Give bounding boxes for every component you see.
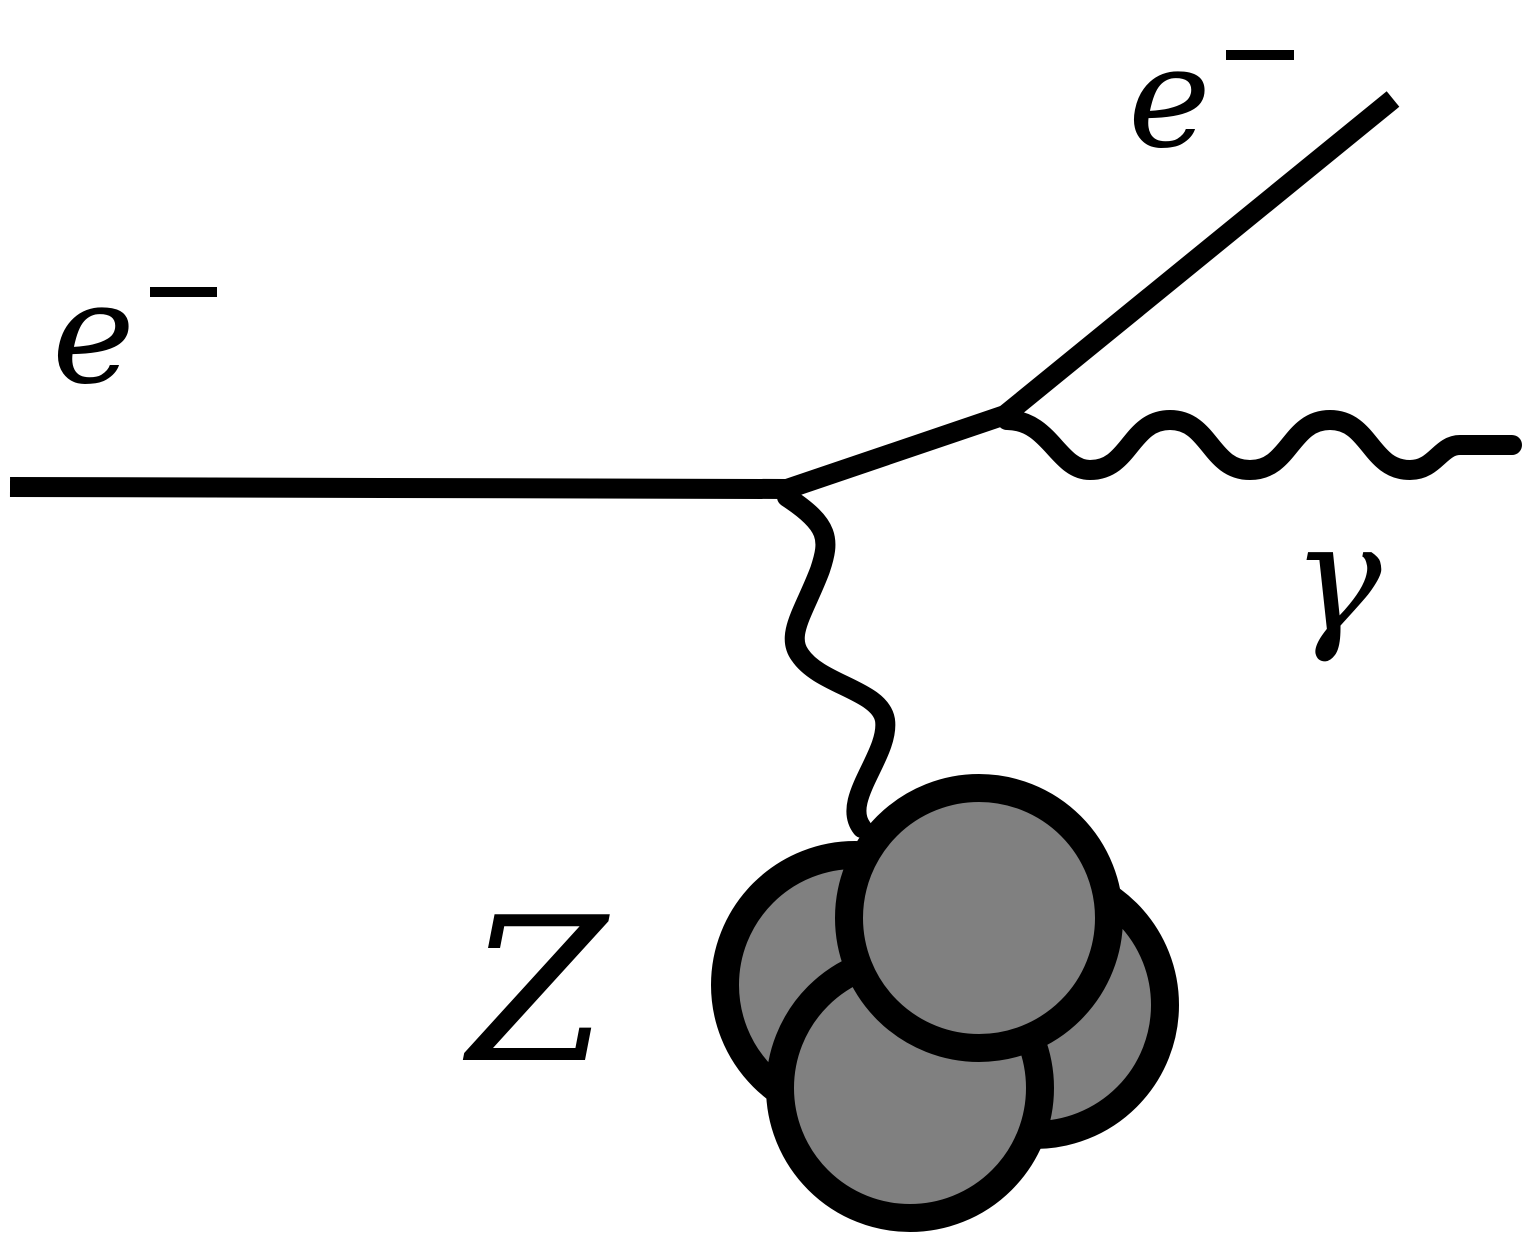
outgoing-electron-symbol: e bbox=[1128, 17, 1211, 180]
incoming-electron-symbol: e bbox=[52, 253, 135, 416]
incoming-electron-label: e bbox=[52, 253, 217, 416]
incoming-electron-line bbox=[9, 477, 788, 499]
nucleus-label: Z bbox=[462, 875, 610, 1108]
photon-label: γ bbox=[1292, 492, 1382, 666]
exchange-photon-wave bbox=[777, 487, 896, 838]
photon-wave bbox=[997, 410, 1522, 480]
internal-electron-line bbox=[783, 405, 1009, 499]
outgoing-electron-label: e bbox=[1128, 17, 1294, 180]
nucleon-top bbox=[835, 774, 1123, 1062]
outgoing-electron-line bbox=[998, 91, 1400, 423]
nucleus bbox=[711, 774, 1179, 1232]
